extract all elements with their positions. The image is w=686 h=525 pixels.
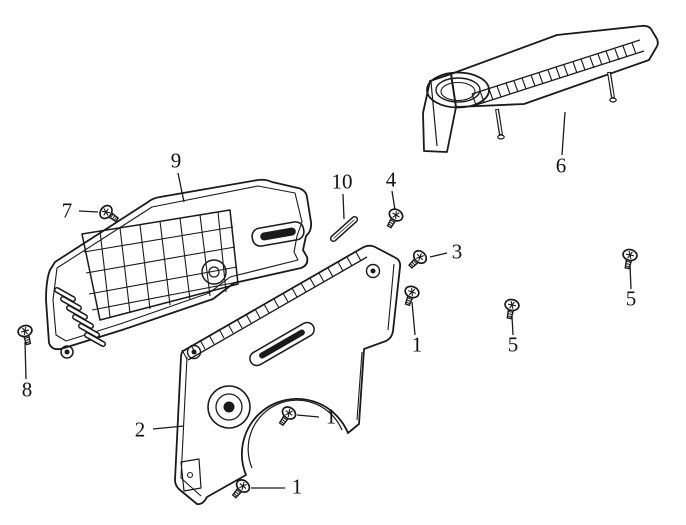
- collar-opening: [426, 71, 490, 109]
- callout-5-mid: 5: [507, 332, 519, 357]
- part-2-lower-side-panel: [174, 244, 402, 506]
- fasteners: [15, 202, 639, 502]
- callout-1-right: 1: [411, 332, 423, 357]
- leader-lines: [24, 111, 632, 489]
- callout-2: 2: [134, 417, 146, 442]
- handle-slot: [249, 321, 315, 367]
- lattice-ribs: [83, 211, 239, 318]
- part-9-left-side-cover: [45, 178, 313, 359]
- callout-6: 6: [555, 153, 567, 178]
- callout-3: 3: [451, 239, 463, 264]
- callout-9: 9: [170, 148, 182, 173]
- screw-8-icon: [15, 323, 37, 347]
- screw-3-icon: [404, 247, 430, 273]
- edge-hatch: [181, 251, 362, 360]
- screw-5-right-icon: [619, 247, 639, 271]
- mounting-pin: [607, 71, 617, 103]
- screw-1-mid-icon: [274, 403, 299, 429]
- grommet: [60, 345, 74, 359]
- screw-5-mid-icon: [501, 297, 521, 321]
- bottom-bracket: [180, 458, 202, 492]
- screw-1-right-icon: [399, 283, 422, 308]
- corner-fastener: [186, 263, 381, 360]
- mount-boss: [201, 259, 227, 285]
- callout-10: 10: [331, 169, 353, 194]
- callout-8: 8: [21, 377, 33, 402]
- lattice-frame: [81, 209, 239, 321]
- bearing-boss: [207, 385, 251, 429]
- grille-hatch: [471, 42, 637, 106]
- mounting-pin: [495, 108, 505, 140]
- screw-4-icon: [382, 205, 406, 232]
- vent-louvers: [54, 287, 106, 347]
- handle-bracket: [251, 221, 305, 247]
- callout-5-right: 5: [625, 286, 637, 311]
- screw-1-bottom-icon: [228, 476, 253, 502]
- callout-1-mid: 1: [325, 404, 337, 429]
- callout-7: 7: [61, 198, 73, 223]
- part-6-upper-duct-cover: [422, 24, 659, 153]
- callout-4: 4: [385, 167, 397, 192]
- pin-10-icon: [329, 215, 359, 243]
- callout-1-bottom: 1: [291, 474, 303, 499]
